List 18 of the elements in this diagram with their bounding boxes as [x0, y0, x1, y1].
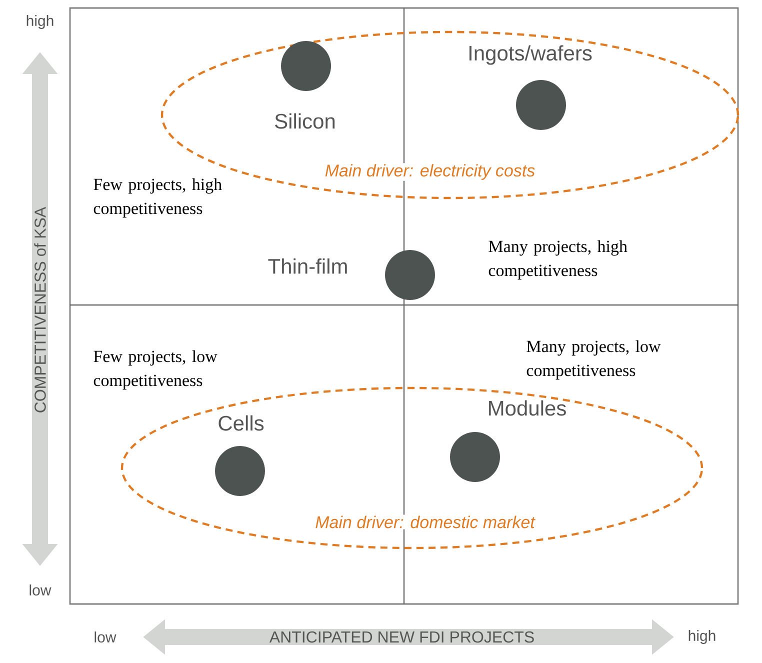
dot-label: Silicon: [275, 113, 335, 129]
axis-label: high: [688, 630, 716, 644]
dot: [215, 446, 265, 496]
dot-label: Ingots/wafers: [470, 45, 592, 65]
dot: [385, 250, 435, 300]
dot-label: Thin-film: [268, 258, 347, 274]
dot: [450, 432, 500, 482]
quadrant-text: Many projects, low competitiveness: [526, 340, 661, 380]
axis-title: ANTICIPATED NEW FDI PROJECTS: [269, 631, 534, 643]
dot-label: Modules: [489, 400, 566, 416]
dot-label: Cells: [218, 415, 264, 431]
dot: [281, 41, 331, 91]
axis-label: low: [30, 584, 52, 596]
axis-label: low: [94, 631, 116, 642]
axis-title: COMPETITIVENESS of KSA: [34, 206, 46, 412]
axis-label: high: [26, 15, 54, 29]
quadrant-text: Many projects, high competitiveness: [488, 240, 628, 280]
dot: [516, 80, 566, 130]
